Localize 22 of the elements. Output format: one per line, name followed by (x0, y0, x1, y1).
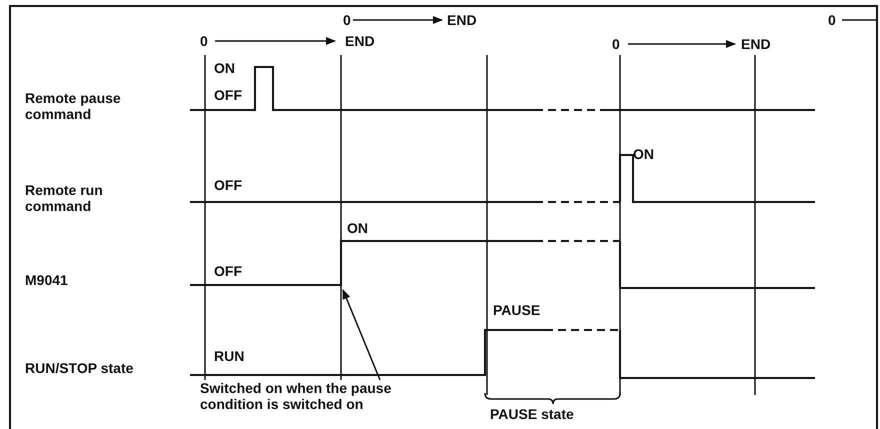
scan-label: END (345, 33, 375, 49)
state-label: OFF (214, 177, 242, 193)
state-label: PAUSE state (490, 406, 574, 422)
scan-label: 0 (612, 36, 620, 52)
signal-waveform (190, 240, 815, 289)
state-label: PAUSE (493, 302, 540, 318)
signal-name: Remote run command (25, 182, 104, 214)
scan-label: 0 (343, 12, 351, 28)
signal-name: Remote pause command (25, 90, 122, 122)
scan-label: END (447, 12, 477, 28)
signal-name: M9041 (25, 272, 69, 288)
scan-label: END (741, 36, 771, 52)
state-label: ON (633, 146, 654, 162)
scan-label: 0 (200, 33, 208, 49)
state-label: OFF (214, 87, 242, 103)
signal-name: RUN/STOP state (25, 360, 134, 376)
state-label: RUN (214, 348, 244, 364)
state-label: ON (214, 60, 235, 76)
state-label: OFF (214, 263, 242, 279)
state-label: ON (347, 220, 368, 236)
scan-label: 0 (828, 12, 836, 28)
leader-line (342, 289, 381, 380)
